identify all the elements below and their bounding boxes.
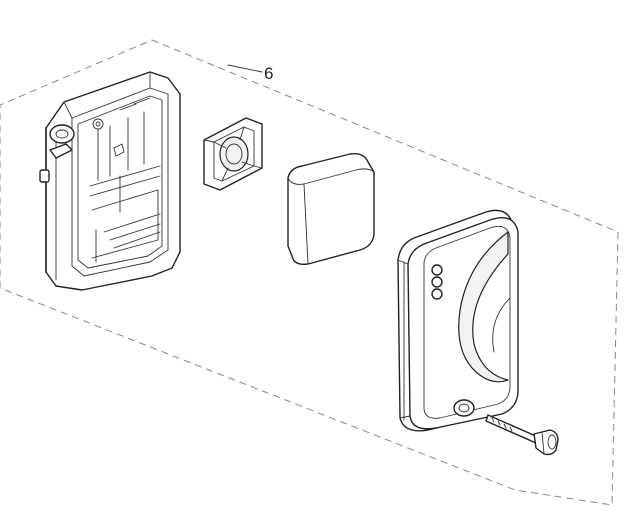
front-cover (397, 209, 519, 432)
callout-leader (227, 64, 263, 73)
callout-label-6: 6 (264, 64, 273, 83)
gasket-grille (203, 117, 263, 191)
housing-base (39, 71, 181, 291)
thumb-screw (485, 414, 559, 456)
assembly-boundary (0, 39, 619, 506)
filter-element (287, 152, 375, 266)
